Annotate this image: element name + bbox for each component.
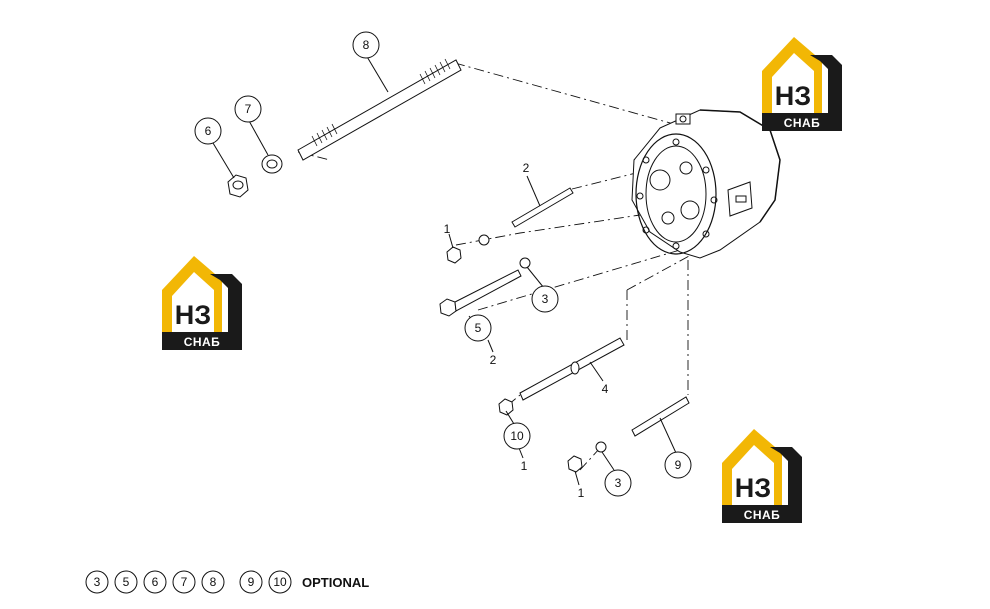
stud-part-9 [631, 396, 690, 437]
callout-9-label: 9 [675, 458, 682, 472]
watermark-logo-bottom-right: НЗ СНАБ [722, 429, 802, 523]
watermark-logo-top-right: НЗ СНАБ [762, 37, 842, 131]
watermark-word: СНАБ [744, 508, 781, 522]
callout-3-lower: 3 [604, 469, 632, 497]
washer-part-3-lower [595, 441, 607, 453]
optional-part-7-label: 7 [181, 575, 188, 589]
assembly-center-lines [297, 62, 701, 471]
nut-part-1-upper [446, 246, 462, 264]
optional-part-7: 7 [172, 570, 196, 594]
callout-5-label: 5 [475, 321, 482, 335]
callout-9: 9 [664, 451, 692, 479]
optional-part-9: 9 [239, 570, 263, 594]
nut-part-1-lower [567, 455, 583, 473]
optional-legend: 3 5 6 7 8 9 10 OPTIONAL [85, 570, 369, 594]
optional-part-8-label: 8 [210, 575, 217, 589]
nut-part-10 [498, 398, 514, 416]
watermark-letters: НЗ [775, 81, 811, 111]
optional-part-9-label: 9 [248, 575, 255, 589]
bolt-part-5 [439, 269, 522, 317]
watermark-word: СНАБ [184, 335, 221, 349]
optional-label: OPTIONAL [302, 575, 369, 590]
callout-10-label: 10 [510, 429, 524, 443]
watermark-letters: НЗ [175, 300, 211, 330]
callout-8-label: 8 [363, 38, 370, 52]
label-1-upper: 1 [444, 222, 451, 236]
label-1-middle: 1 [521, 459, 528, 473]
washer-part-7 [261, 154, 283, 174]
callout-10: 10 [503, 422, 531, 450]
callout-8: 8 [352, 31, 380, 59]
washer-part-3-upper-a [478, 234, 490, 246]
optional-part-3-label: 3 [94, 575, 101, 589]
callout-3-upper: 3 [531, 285, 559, 313]
optional-part-6-label: 6 [152, 575, 159, 589]
optional-part-3: 3 [85, 570, 109, 594]
callout-3-upper-label: 3 [542, 292, 549, 306]
label-4: 4 [602, 382, 609, 396]
callout-7-label: 7 [245, 102, 252, 116]
callout-7: 7 [234, 95, 262, 123]
stud-part-8 [297, 58, 462, 161]
housing [631, 109, 781, 259]
callout-6: 6 [194, 117, 222, 145]
optional-part-10-label: 10 [273, 575, 287, 589]
callout-3-lower-label: 3 [615, 476, 622, 490]
leader-lines [212, 54, 677, 486]
watermark-word: СНАБ [784, 116, 821, 130]
optional-part-6: 6 [143, 570, 167, 594]
nut-part-6 [227, 174, 249, 198]
callout-5: 5 [464, 314, 492, 342]
optional-part-5: 5 [114, 570, 138, 594]
watermark-logo-left: НЗ СНАБ [162, 256, 242, 350]
label-1-lower: 1 [578, 486, 585, 500]
washer-part-3-upper-b [519, 257, 531, 269]
watermark-letters: НЗ [735, 473, 771, 503]
label-2-upper: 2 [523, 161, 530, 175]
label-2-lower: 2 [490, 353, 497, 367]
stud-part-2-upper [511, 187, 574, 228]
optional-part-5-label: 5 [123, 575, 130, 589]
optional-part-10: 10 [268, 570, 292, 594]
callout-6-label: 6 [205, 124, 212, 138]
optional-part-8: 8 [201, 570, 225, 594]
stud-part-4 [519, 337, 625, 401]
